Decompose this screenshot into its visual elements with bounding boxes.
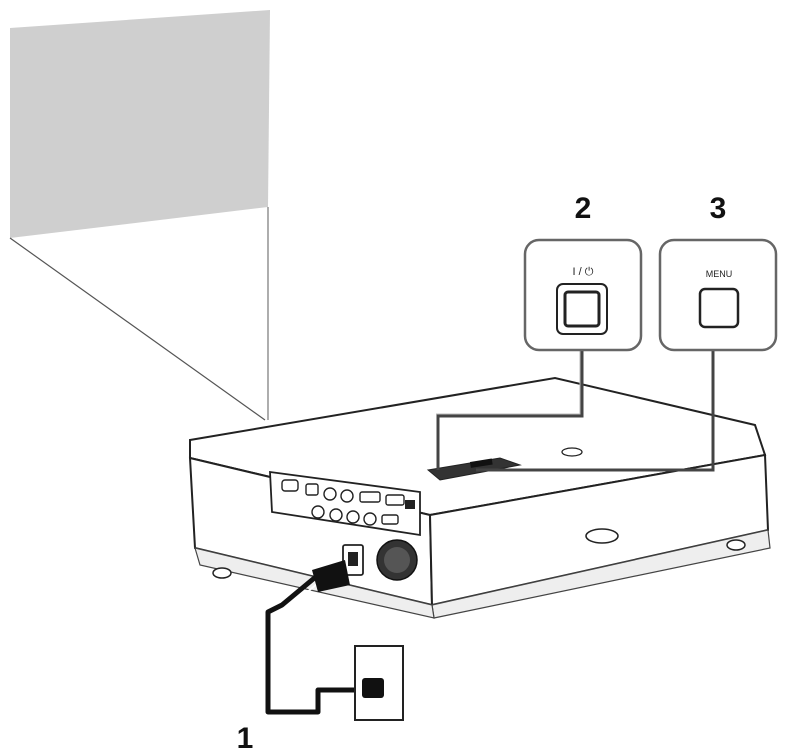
menu-button-icon — [698, 287, 740, 329]
menu-button-label: MENU — [706, 269, 733, 279]
step-3-number: 3 — [710, 192, 727, 225]
power-plug-icon — [362, 678, 384, 698]
step-2-number: 2 — [575, 192, 592, 225]
step-1-number: 1 — [237, 722, 254, 753]
menu-button-callout — [658, 238, 778, 352]
power-button-icon — [556, 283, 608, 335]
projection-screen-icon — [9, 10, 270, 421]
projector-icon — [188, 376, 771, 619]
callout-lines — [436, 350, 715, 472]
power-cord — [265, 560, 370, 715]
power-button-callout — [523, 238, 643, 352]
power-button-label: I / ⏻ — [573, 266, 594, 278]
